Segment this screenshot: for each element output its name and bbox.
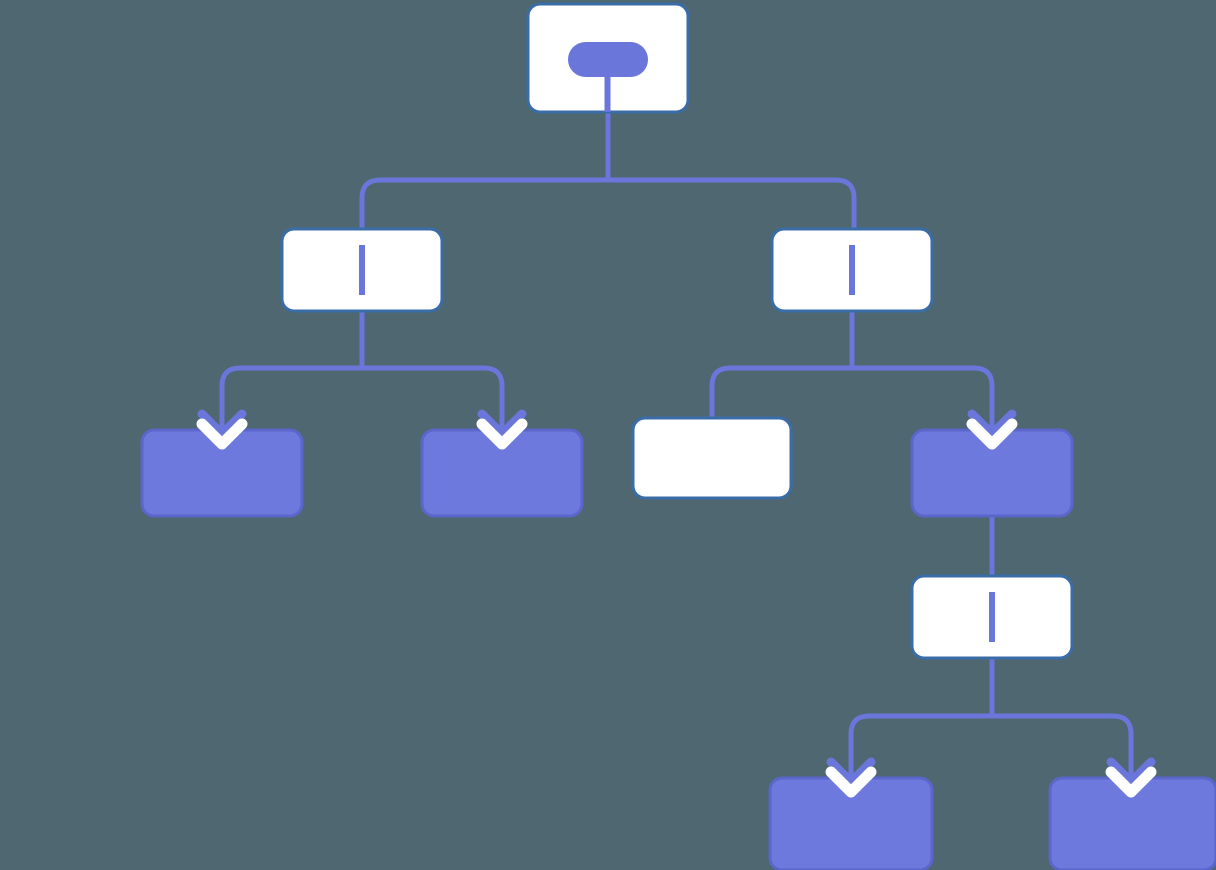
level3-white-leaf[interactable] bbox=[631, 416, 793, 500]
connector-l2left-bus bbox=[219, 365, 505, 432]
level2-right-inner-line bbox=[849, 245, 855, 295]
arrowhead-to-level3-leaf-b-icon bbox=[476, 409, 528, 450]
root-pill-badge bbox=[568, 42, 648, 77]
level2-right-node[interactable] bbox=[770, 227, 934, 313]
arrowhead-to-level3-leaf-a-icon bbox=[196, 409, 248, 450]
root-pill-stem bbox=[604, 58, 611, 112]
arrowhead-to-level5-leaf-b-icon bbox=[1105, 757, 1157, 798]
connector-l2right-bus bbox=[709, 365, 995, 432]
connector-layer bbox=[219, 58, 1134, 780]
arrowhead-to-level5-leaf-a-icon bbox=[825, 757, 877, 798]
level3-white-leaf-body[interactable] bbox=[631, 416, 793, 500]
level4-inner-line bbox=[989, 592, 995, 642]
arrowhead-to-level3-branch-icon bbox=[966, 409, 1018, 450]
node-layer bbox=[140, 2, 1216, 870]
root-node[interactable] bbox=[526, 2, 690, 114]
arrowhead-layer bbox=[196, 409, 1157, 798]
level2-left-inner-line bbox=[359, 245, 365, 295]
connector-l4-bus bbox=[848, 713, 1134, 780]
level4-white-node[interactable] bbox=[910, 574, 1074, 660]
connector-level1-bus bbox=[359, 177, 857, 240]
level2-left-node[interactable] bbox=[280, 227, 444, 313]
